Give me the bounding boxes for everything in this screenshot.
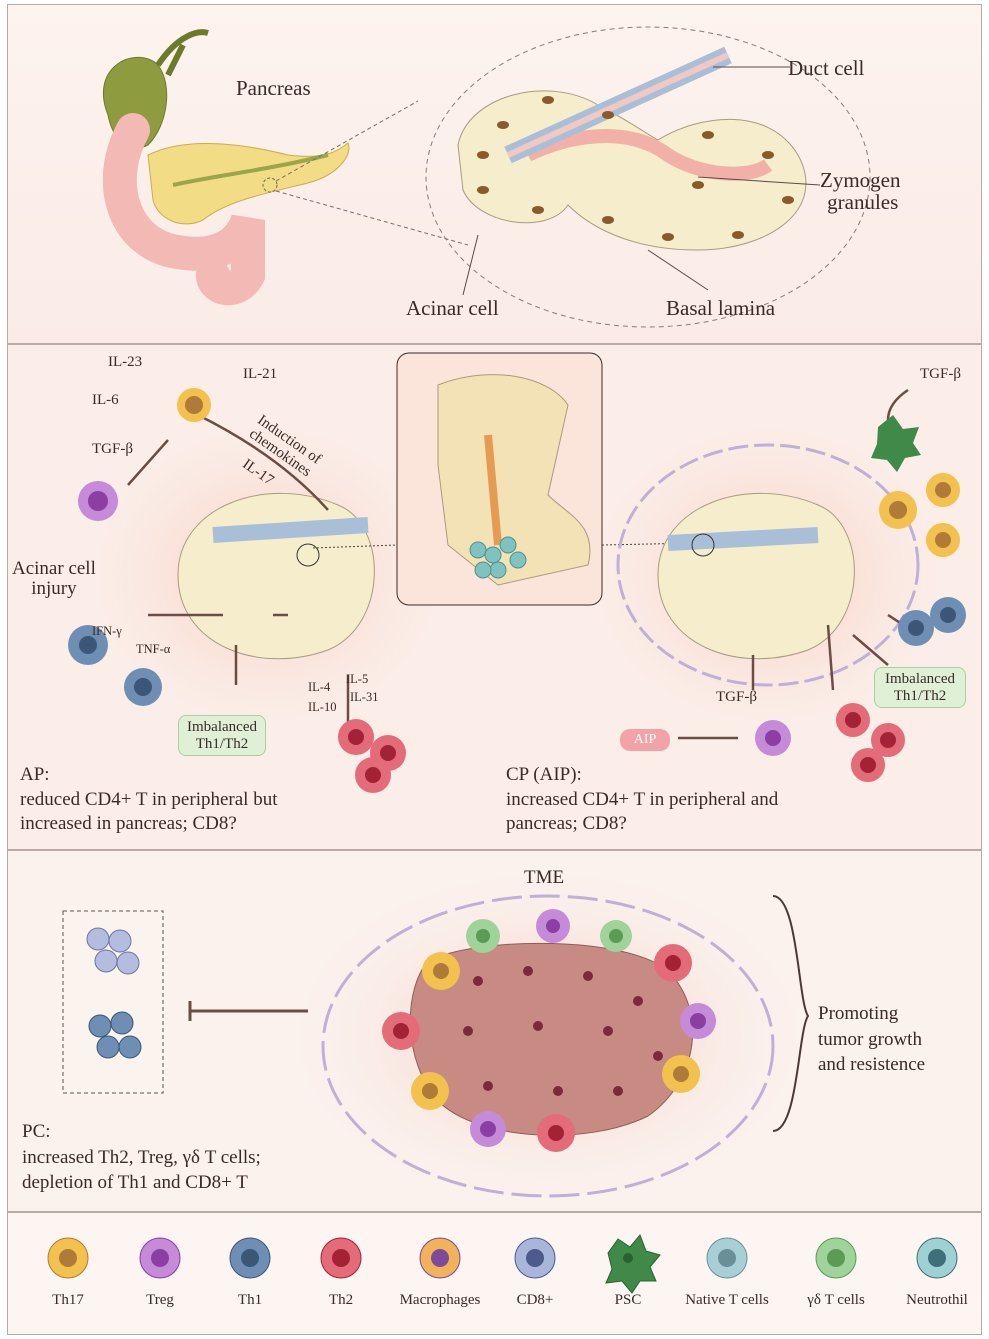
il10-label: IL-10 bbox=[308, 700, 337, 714]
tgfb-right-top-label: TGF-β bbox=[920, 366, 961, 382]
il31-label: IL-31 bbox=[350, 690, 379, 704]
legend-icon-psc bbox=[605, 1234, 661, 1294]
anatomy-illustration bbox=[102, 26, 871, 328]
left-acinus-shape bbox=[177, 492, 375, 660]
legend-icon-native-t-cells bbox=[706, 1237, 748, 1279]
legend-label-macrophages: Macrophages bbox=[399, 1292, 481, 1308]
pancreas-label: Pancreas bbox=[236, 76, 311, 100]
zoom-ellipse bbox=[425, 26, 871, 328]
tnfa-label: TNF-α bbox=[136, 642, 171, 656]
il6-label: IL-6 bbox=[92, 392, 119, 408]
il4-label: IL-4 bbox=[308, 680, 331, 694]
pancreatitis-illustration bbox=[58, 352, 978, 793]
legend-icon-neutrothil bbox=[916, 1237, 958, 1279]
aip-badge: AIP bbox=[620, 729, 670, 751]
right-acinus-shape bbox=[657, 492, 855, 660]
legend-icon-macrophages bbox=[419, 1237, 461, 1279]
tumor-mass bbox=[409, 942, 694, 1136]
cp-text: CP (AIP):increased CD4+ T in peripheral … bbox=[506, 764, 779, 835]
acinar-cell-label: Acinar cell bbox=[406, 296, 499, 320]
tgfb-right-bottom-label: TGF-β bbox=[716, 689, 757, 705]
legend-label-th2: Th2 bbox=[328, 1292, 354, 1308]
panel2-cells bbox=[68, 388, 966, 793]
legend-panel: Th17 Treg Th1 Th2 Macrophages CD8+ PSC Native T… bbox=[7, 1212, 982, 1335]
legend-label-native-t-cells: Native T cells bbox=[685, 1292, 769, 1308]
legend-label-th1: Th1 bbox=[237, 1292, 263, 1308]
legend-label--t-cells: γδ T cells bbox=[807, 1292, 865, 1308]
bracket bbox=[772, 895, 810, 1132]
legend-label-th17: Th17 bbox=[52, 1292, 84, 1308]
il23-label: IL-23 bbox=[108, 354, 143, 370]
pc-text: PC:increased Th2, Treg, γδ T cells;deple… bbox=[22, 1121, 261, 1194]
legend-icon-treg bbox=[139, 1237, 181, 1279]
legend-label-treg: Treg bbox=[146, 1292, 174, 1308]
tme-illustration bbox=[62, 861, 818, 1211]
legend-icon-th1 bbox=[229, 1237, 271, 1279]
legend-label-cd8: CD8+ bbox=[516, 1292, 554, 1308]
legend-label-psc: PSC bbox=[614, 1292, 642, 1308]
legend-icon--t-cells bbox=[815, 1237, 857, 1279]
duodenum-shape bbox=[102, 113, 265, 306]
legend-icon-th2 bbox=[320, 1237, 362, 1279]
basal-lamina-label: Basal lamina bbox=[666, 296, 776, 320]
il5-label: IL-5 bbox=[346, 672, 369, 686]
tgfb-left-label: TGF-β bbox=[92, 441, 133, 457]
duct-cell-label: Duct cell bbox=[788, 56, 865, 80]
legend-icons bbox=[47, 1234, 958, 1294]
tme-label: TME bbox=[524, 867, 565, 888]
legend-icon-cd8 bbox=[514, 1237, 556, 1279]
il21-label: IL-21 bbox=[243, 366, 278, 382]
legend-label-neutrothil: Neutrothil bbox=[906, 1292, 968, 1308]
ifng-label: IFN-γ bbox=[92, 624, 122, 638]
legend-icon-th17 bbox=[47, 1237, 89, 1279]
